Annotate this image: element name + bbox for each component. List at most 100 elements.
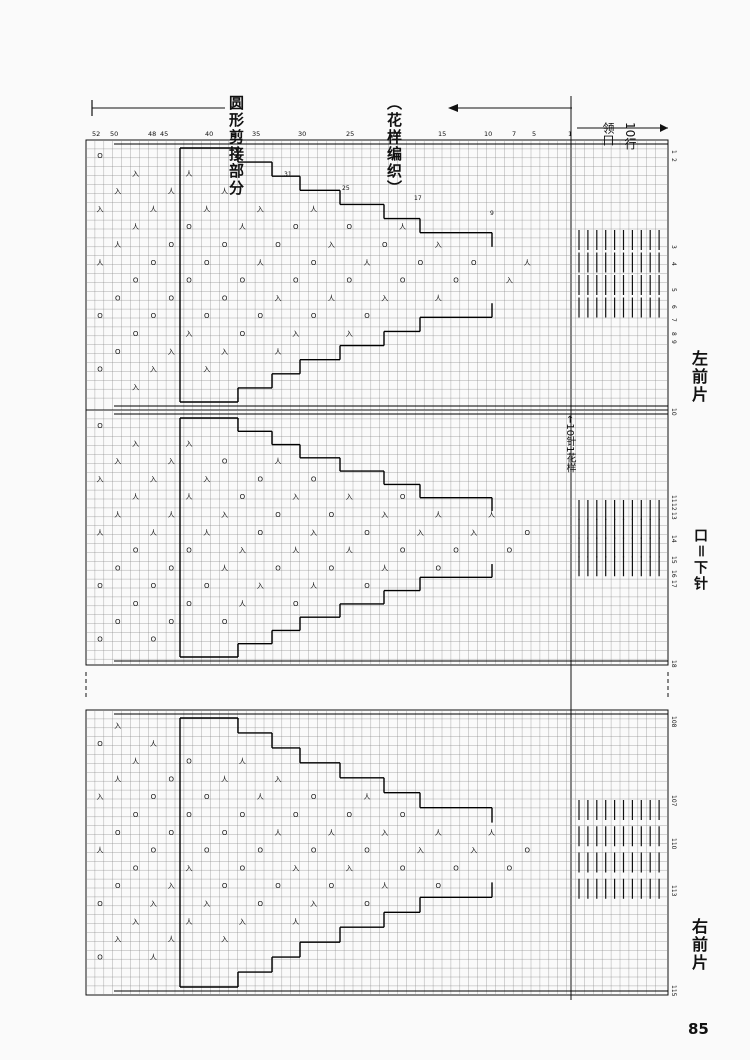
stitch-symbol: O [97,953,103,961]
stitch-symbol: O [329,564,335,572]
scale-number: 10 [484,130,492,138]
stitch-symbol: 人 [310,582,317,590]
stitch-symbol: O [115,294,121,302]
stitch-symbol: O [186,547,192,555]
stitch-symbol: O [453,277,459,285]
stitch-symbol: 人 [150,953,157,961]
stitch-symbol: 入 [310,900,317,908]
section-title: 圆形剪接部分 [226,95,247,197]
row-number: 17 [670,580,677,588]
stitch-symbol: 人 [239,223,246,231]
stitch-symbol: 入 [292,330,299,338]
stitch-symbol: O [418,259,424,267]
stitch-symbol: O [293,277,299,285]
stitch-symbol: 人 [150,529,157,537]
stitch-symbol: 人 [221,564,228,572]
stitch-symbol: O [453,864,459,872]
stitch-symbol: 入 [132,918,139,926]
stitch-symbol: 入 [132,383,139,391]
stitch-symbol: 人 [168,188,175,196]
stitch-symbol: 人 [168,511,175,519]
stitch-symbol: O [507,864,513,872]
stitch-symbol: O [204,793,210,801]
stitch-symbol: 人 [524,259,531,267]
scale-number: 48 [148,130,156,138]
stitch-symbol: O [97,900,103,908]
stitch-symbol: 入 [239,918,246,926]
stitch-symbol: 入 [310,529,317,537]
row-number: 108 [670,716,677,728]
stitch-symbol: O [133,330,139,338]
stitch-symbol: O [97,152,103,160]
stitch-symbol: 入 [292,864,299,872]
stitch-symbol: O [204,582,210,590]
stitch-symbol: O [364,582,370,590]
stitch-symbol: 入 [239,547,246,555]
stitch-symbol: 人 [97,529,104,537]
stitch-symbol: O [240,864,246,872]
stitch-symbol: 入 [168,882,175,890]
stitch-symbol: 入 [257,582,264,590]
row-number: 11 [670,495,677,503]
stitch-symbol: 入 [328,241,335,249]
left-front-label: 左前片 [689,350,708,404]
panel-number: 9 [490,210,494,217]
stitch-symbol: 入 [346,330,353,338]
stitch-symbol: 人 [150,205,157,213]
stitch-symbol: 人 [364,793,371,801]
stitch-symbol: 人 [346,547,353,555]
row-number: 18 [670,660,677,668]
stitch-symbol: 人 [221,188,228,196]
scale-number: 7 [512,130,516,138]
stitch-symbol: 人 [275,458,282,466]
stitch-symbol: O [204,847,210,855]
stitch-symbol: 人 [292,547,299,555]
stitch-symbol: O [168,241,174,249]
stitch-symbol: O [311,312,317,320]
stitch-symbol: 人 [186,918,193,926]
stitch-symbol: O [240,493,246,501]
stitch-symbol: O [97,312,103,320]
stitch-symbol: O [524,529,530,537]
stitch-symbol: O [186,600,192,608]
stitch-symbol: O [151,793,157,801]
stitch-symbol: O [275,241,281,249]
stitch-symbol: O [222,458,228,466]
stitch-symbol: O [257,529,263,537]
row-number: 4 [670,262,677,266]
stitch-symbol: O [97,582,103,590]
legend-label: 口＝下针 [692,528,708,592]
stitch-symbol: O [329,882,335,890]
stitch-symbol: O [524,847,530,855]
neck-bracket-head [660,124,668,132]
row-number: 6 [670,305,677,309]
row-number: 110 [670,838,677,850]
scale-number: 15 [438,130,446,138]
left-front-lower-frame [85,409,669,666]
scale-number: 5 [532,130,536,138]
stitch-symbol: 人 [186,170,193,178]
stitch-symbol: O [275,882,281,890]
row-number: 12 [670,503,677,511]
panel-number: 31 [284,171,292,178]
stitch-symbol: O [168,294,174,302]
stitch-symbol: 入 [203,475,210,483]
row-number: 3 [670,245,677,249]
stitch-symbol: O [435,564,441,572]
row-number: 1 [670,150,677,154]
stitch-symbol: O [257,847,263,855]
stitch-symbol: 人 [292,918,299,926]
stitch-symbol: O [275,511,281,519]
stitch-symbol: O [346,811,352,819]
stitch-symbol: O [257,475,263,483]
stitch-symbol: 入 [221,348,228,356]
stitch-symbol: 入 [203,366,210,374]
stitch-symbol: O [364,847,370,855]
scale-number: 20 [392,130,400,138]
stitch-symbol: O [222,294,228,302]
stitch-symbol: 入 [150,475,157,483]
stitch-symbol: 入 [381,511,388,519]
stitch-symbol: O [168,618,174,626]
